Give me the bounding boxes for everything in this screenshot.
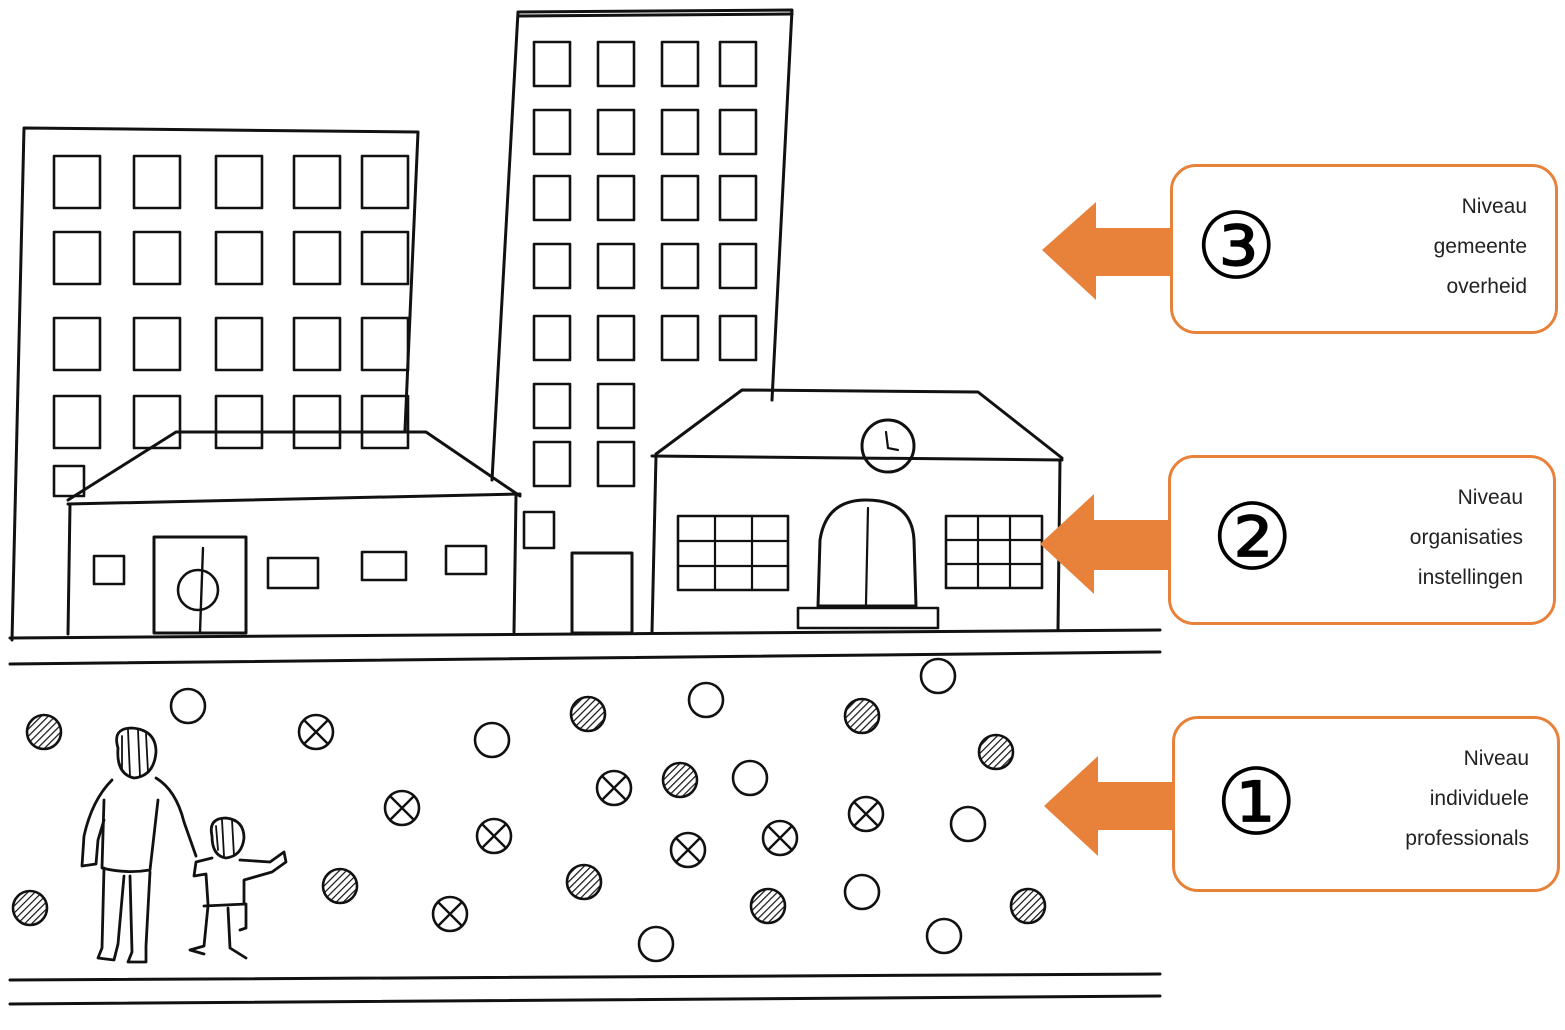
arrow-level-1 — [1044, 756, 1174, 856]
arrow-level-3 — [1042, 202, 1172, 300]
arrow-level-2 — [1040, 494, 1170, 594]
